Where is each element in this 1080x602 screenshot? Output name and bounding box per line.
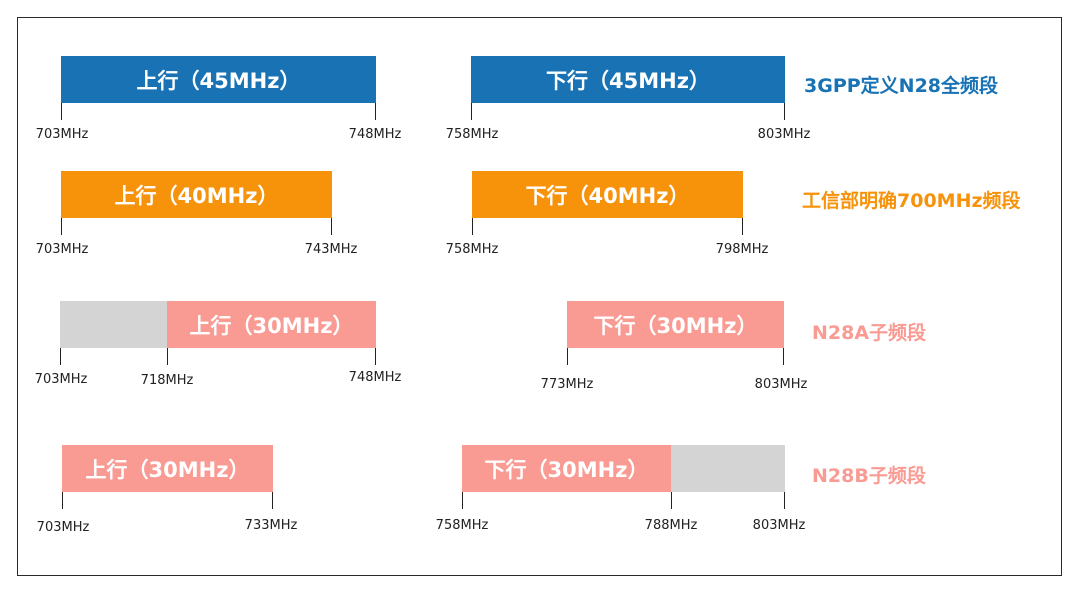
row3-uplink-unused-segment <box>60 301 167 348</box>
row4-downlink-range-end-tick <box>784 492 785 509</box>
row2-uplink-start-freq: 703MHz <box>35 242 89 257</box>
row1-downlink-start-tick <box>471 103 472 120</box>
row3-label: N28A子频段 <box>812 322 927 344</box>
row4-downlink-label: 下行（30MHz） <box>484 457 649 482</box>
row2-uplink-end-tick <box>331 218 332 235</box>
row3-uplink-range-start-tick <box>60 348 61 365</box>
row4-downlink-end-freq: 788MHz <box>644 518 698 533</box>
row1-uplink-label: 上行（45MHz） <box>136 68 301 93</box>
row1-downlink-end-tick <box>784 103 785 120</box>
row4-uplink-end-freq: 733MHz <box>244 518 298 533</box>
row3-uplink-end-freq: 748MHz <box>348 370 402 385</box>
row4-label: N28B子频段 <box>812 465 926 487</box>
row3-downlink-label: 下行（30MHz） <box>593 313 758 338</box>
row1-uplink-end-tick <box>375 103 376 120</box>
row4-downlink-start-freq: 758MHz <box>435 518 489 533</box>
row3-uplink-label: 上行（30MHz） <box>189 313 354 338</box>
row2-uplink-label: 上行（40MHz） <box>114 183 279 208</box>
row3-uplink-start-tick <box>167 348 168 365</box>
diagram-frame <box>17 17 1062 576</box>
row3-uplink-bar: 上行（30MHz） <box>167 301 376 348</box>
row2-uplink-start-tick <box>61 218 62 235</box>
row1-uplink-bar: 上行（45MHz） <box>61 56 376 103</box>
row2-uplink-bar: 上行（40MHz） <box>61 171 332 218</box>
row2-downlink-end-tick <box>742 218 743 235</box>
row1-uplink-end-freq: 748MHz <box>348 127 402 142</box>
row3-uplink-end-tick <box>375 348 376 365</box>
row2-downlink-end-freq: 798MHz <box>715 242 769 257</box>
row3-downlink-start-freq: 773MHz <box>540 377 594 392</box>
row2-downlink-label: 下行（40MHz） <box>525 183 690 208</box>
row1-downlink-start-freq: 758MHz <box>445 127 499 142</box>
row4-downlink-range-end-freq: 803MHz <box>752 518 806 533</box>
row1-downlink-end-freq: 803MHz <box>757 127 811 142</box>
row2-uplink-end-freq: 743MHz <box>304 242 358 257</box>
row3-uplink-range-start-freq: 703MHz <box>34 372 88 387</box>
row4-uplink-end-tick <box>272 492 273 509</box>
row1-uplink-start-tick <box>61 103 62 120</box>
row2-downlink-bar: 下行（40MHz） <box>472 171 743 218</box>
row3-downlink-bar: 下行（30MHz） <box>567 301 784 348</box>
row2-downlink-start-freq: 758MHz <box>445 242 499 257</box>
row2-label: 工信部明确700MHz频段 <box>802 190 1021 212</box>
row4-uplink-start-tick <box>62 492 63 509</box>
row4-uplink-start-freq: 703MHz <box>36 520 90 535</box>
row1-downlink-label: 下行（45MHz） <box>546 68 710 93</box>
row1-downlink-bar: 下行（45MHz） <box>471 56 785 103</box>
row4-downlink-end-tick <box>671 492 672 509</box>
row4-downlink-start-tick <box>462 492 463 509</box>
row1-uplink-start-freq: 703MHz <box>35 127 89 142</box>
row3-downlink-end-freq: 803MHz <box>754 377 808 392</box>
row3-downlink-end-tick <box>783 348 784 365</box>
row3-uplink-start-freq: 718MHz <box>140 373 194 388</box>
row3-downlink-start-tick <box>567 348 568 365</box>
row4-downlink-bar: 下行（30MHz） <box>462 445 671 492</box>
row1-label: 3GPP定义N28全频段 <box>804 75 999 97</box>
row2-downlink-start-tick <box>472 218 473 235</box>
row4-uplink-label: 上行（30MHz） <box>85 457 250 482</box>
row4-uplink-bar: 上行（30MHz） <box>62 445 273 492</box>
row4-downlink-unused-segment <box>671 445 785 492</box>
